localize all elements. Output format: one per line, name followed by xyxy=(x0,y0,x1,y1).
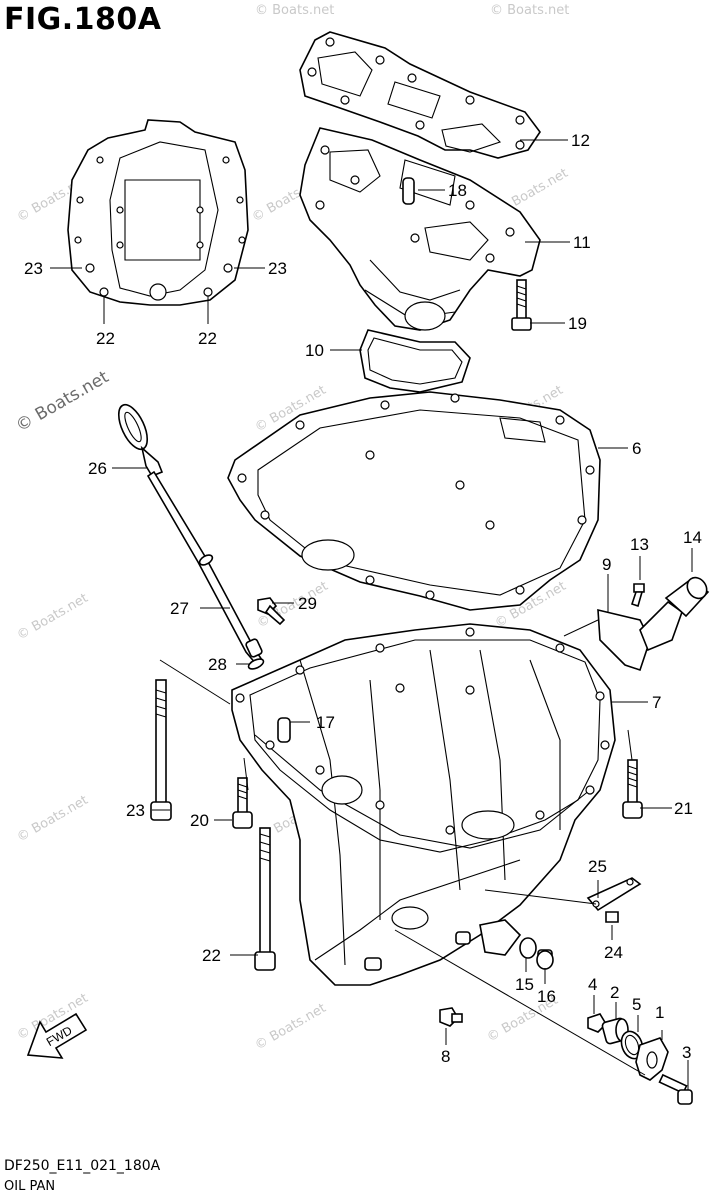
callout-14: 14 xyxy=(683,528,702,547)
watermark: © Boats.net xyxy=(253,1001,329,1054)
callout-20: 20 xyxy=(190,811,209,830)
callout-23-long-bolt: 23 xyxy=(126,801,145,820)
callout-16: 16 xyxy=(537,987,556,1006)
bolt-29 xyxy=(257,597,286,626)
callout-17: 17 xyxy=(316,713,335,732)
gasket-left xyxy=(67,119,249,306)
housing-11 xyxy=(299,127,541,331)
cover-9 xyxy=(597,600,683,672)
callouts: 1 2 3 4 5 6 7 8 9 10 11 12 13 14 15 16 1… xyxy=(24,131,702,1066)
watermark: © Boats.net xyxy=(15,591,91,644)
callout-11: 11 xyxy=(573,233,591,252)
callout-26: 26 xyxy=(88,459,107,478)
bolt-22 xyxy=(254,827,276,971)
dipstick-26 xyxy=(117,403,164,477)
bracket-25 xyxy=(586,877,642,912)
callout-10: 10 xyxy=(305,341,324,360)
callout-22-long-bolt: 22 xyxy=(202,946,221,965)
callout-2: 2 xyxy=(610,983,619,1002)
bolt-24 xyxy=(605,911,619,923)
callout-18: 18 xyxy=(448,181,467,200)
callout-5: 5 xyxy=(632,995,641,1014)
plug-14 xyxy=(664,576,710,618)
callout-6: 6 xyxy=(632,439,641,458)
gasket-12 xyxy=(299,31,541,159)
callout-8: 8 xyxy=(441,1047,450,1066)
callout-28: 28 xyxy=(208,655,227,674)
bolt-21 xyxy=(622,759,643,819)
oring-28 xyxy=(247,658,265,670)
bolt-13 xyxy=(630,583,645,608)
bolt-23 xyxy=(150,679,172,821)
callout-21: 21 xyxy=(674,799,693,818)
callout-24: 24 xyxy=(604,943,623,962)
watermark: © Boats.net xyxy=(255,3,334,18)
callout-22-left-gasket-b: 22 xyxy=(198,329,217,348)
callout-25: 25 xyxy=(588,857,607,876)
bracket-1 xyxy=(635,1037,669,1081)
callout-7: 7 xyxy=(652,693,661,712)
oring-15 xyxy=(519,937,537,959)
callout-4: 4 xyxy=(588,975,597,994)
callout-22-left-gasket-a: 22 xyxy=(96,329,115,348)
callout-12: 12 xyxy=(571,131,590,150)
callout-29: 29 xyxy=(298,594,317,613)
bolt-3 xyxy=(658,1073,693,1105)
watermark: © Boats.net xyxy=(490,3,569,18)
dowel-pin-18 xyxy=(402,177,415,205)
watermark: © Boats.net xyxy=(15,793,91,846)
watermark: © Boats.net xyxy=(13,367,113,436)
callout-23-left-gasket-b: 23 xyxy=(268,259,287,278)
callout-9: 9 xyxy=(602,555,611,574)
figure-caption: OIL PAN xyxy=(4,1179,56,1194)
callout-3: 3 xyxy=(682,1043,691,1062)
callout-19: 19 xyxy=(568,314,587,333)
callout-13: 13 xyxy=(630,535,649,554)
plug-16 xyxy=(536,949,554,970)
drain-plug-8 xyxy=(439,1007,463,1027)
dipstick-guide-27 xyxy=(146,470,264,666)
leader-lines xyxy=(50,139,693,1090)
figure-code: DF250_E11_021_180A xyxy=(4,1158,161,1174)
callout-1: 1 xyxy=(655,1003,664,1022)
callout-15: 15 xyxy=(515,975,534,994)
oil-pan-7 xyxy=(231,623,616,986)
gasket-10 xyxy=(359,329,471,393)
gasket-6 xyxy=(227,391,601,611)
dowel-pin-17 xyxy=(277,717,291,743)
callout-23-left-gasket-a: 23 xyxy=(24,259,43,278)
callout-27: 27 xyxy=(170,599,189,618)
bolt-20 xyxy=(232,777,253,829)
figure-title: FIG.180A xyxy=(4,2,162,37)
bolt-19 xyxy=(511,279,532,331)
